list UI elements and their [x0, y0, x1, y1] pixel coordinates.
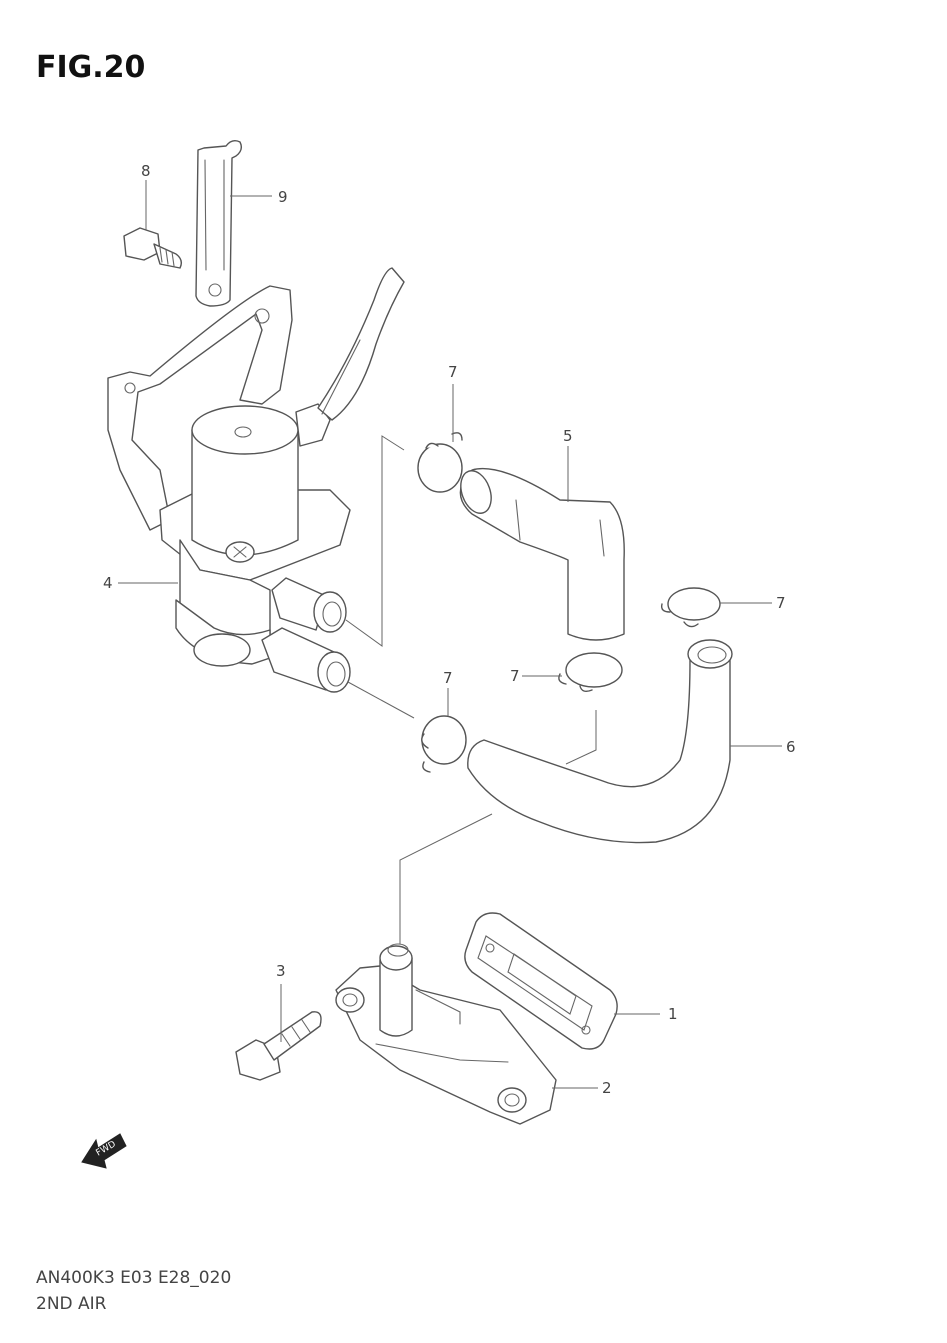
part-6-hose[interactable] [467, 639, 733, 844]
svg-text:7: 7 [776, 594, 786, 612]
section-name: 2ND AIR [36, 1294, 107, 1314]
svg-text:7: 7 [443, 669, 453, 687]
part-7-clamp-upper-right[interactable] [660, 587, 721, 628]
callout-7-middle: 7 [510, 667, 562, 685]
part-2-cover[interactable] [335, 943, 557, 1125]
callout-1: 1 [614, 1005, 678, 1023]
callout-6: 6 [730, 738, 796, 756]
callout-2: 2 [552, 1079, 612, 1097]
part-4-valve[interactable] [107, 267, 405, 693]
svg-text:4: 4 [103, 574, 113, 592]
svg-text:5: 5 [563, 427, 573, 445]
callout-4: 4 [103, 574, 178, 592]
part-8-bolt[interactable] [123, 227, 183, 269]
callout-7-upper-left: 7 [448, 363, 458, 442]
svg-text:9: 9 [278, 188, 288, 206]
model-code: AN400K3 E03 E28_020 [36, 1268, 232, 1288]
svg-text:8: 8 [141, 162, 151, 180]
callout-7-lower-left: 7 [443, 669, 453, 716]
svg-text:2: 2 [602, 1079, 612, 1097]
svg-text:3: 3 [276, 962, 286, 980]
part-3-bolt[interactable] [235, 1011, 322, 1081]
part-7-clamp-middle[interactable] [558, 652, 623, 693]
part-1-gasket[interactable] [464, 912, 618, 1050]
part-9-clamp[interactable] [195, 139, 243, 307]
part-7-clamp-lower-left[interactable] [421, 715, 467, 773]
svg-text:1: 1 [668, 1005, 678, 1023]
callout-3: 3 [276, 962, 286, 1042]
figure-title: FIG.20 [36, 50, 146, 85]
callout-8: 8 [141, 162, 151, 230]
callout-9: 9 [230, 188, 288, 206]
callout-7-upper-right: 7 [720, 594, 786, 612]
svg-text:6: 6 [786, 738, 796, 756]
callout-5: 5 [563, 427, 573, 502]
part-7-clamp-upper-left[interactable] [417, 432, 463, 493]
svg-text:7: 7 [510, 667, 520, 685]
fwd-arrow-icon: FWD [81, 1133, 127, 1169]
part-5-hose[interactable] [455, 467, 625, 641]
svg-text:7: 7 [448, 363, 458, 381]
